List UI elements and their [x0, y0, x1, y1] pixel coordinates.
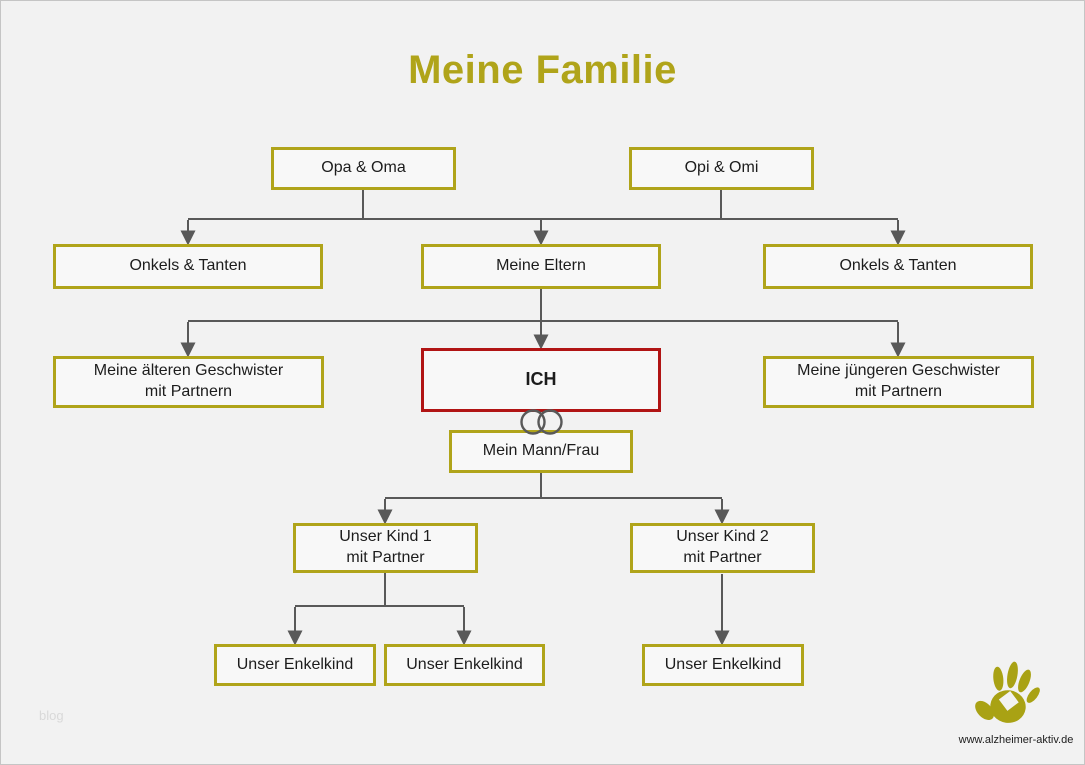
node-aeltere-geschwister: Meine älteren Geschwister mit Partnern: [53, 356, 324, 408]
node-unser-kind-2: Unser Kind 2 mit Partner: [630, 523, 815, 573]
node-ich: ICH: [421, 348, 661, 412]
node-mein-mann-frau: Mein Mann/Frau: [449, 430, 633, 473]
handprint-logo-icon: [975, 661, 1040, 723]
node-meine-eltern: Meine Eltern: [421, 244, 661, 289]
node-onkels-tanten-right: Onkels & Tanten: [763, 244, 1033, 289]
node-onkels-tanten-left: Onkels & Tanten: [53, 244, 323, 289]
node-unser-enkelkind-3: Unser Enkelkind: [642, 644, 804, 686]
blog-watermark: blog: [39, 708, 64, 723]
node-unser-enkelkind-1: Unser Enkelkind: [214, 644, 376, 686]
node-unser-enkelkind-2: Unser Enkelkind: [384, 644, 545, 686]
website-url: www.alzheimer-aktiv.de: [958, 734, 1074, 746]
page-title: Meine Familie: [408, 48, 677, 92]
node-unser-kind-1: Unser Kind 1 mit Partner: [293, 523, 478, 573]
node-opi-omi: Opi & Omi: [629, 147, 814, 190]
node-juengere-geschwister: Meine jüngeren Geschwister mit Partnern: [763, 356, 1034, 408]
node-opa-oma: Opa & Oma: [271, 147, 456, 190]
